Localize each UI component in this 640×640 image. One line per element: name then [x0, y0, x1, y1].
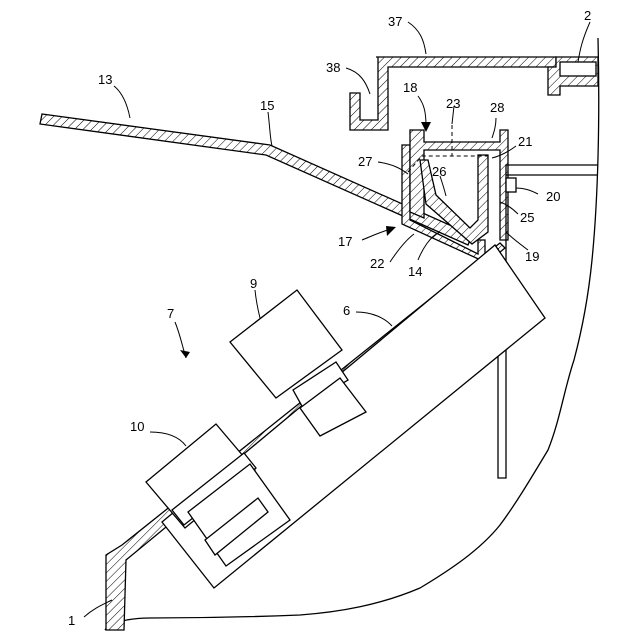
leader-37	[408, 22, 426, 54]
label-27: 27	[358, 154, 372, 169]
sensor-20	[506, 178, 516, 192]
label-10: 10	[130, 419, 144, 434]
leader-18	[418, 96, 426, 126]
label-37: 37	[388, 14, 402, 29]
label-26: 26	[432, 164, 446, 179]
label-7: 7	[167, 306, 174, 321]
leader-15	[268, 112, 272, 146]
label-20: 20	[546, 189, 560, 204]
arrow-17-head	[386, 226, 396, 236]
leader-26	[440, 176, 446, 196]
label-6: 6	[343, 303, 350, 318]
label-38: 38	[326, 60, 340, 75]
label-21: 21	[518, 134, 532, 149]
label-9: 9	[250, 276, 257, 291]
label-15: 15	[260, 98, 274, 113]
label-25: 25	[520, 210, 534, 225]
leader-9	[255, 290, 260, 318]
leader-22	[390, 234, 414, 262]
leader-6	[356, 312, 392, 326]
leader-38	[346, 68, 370, 94]
cover-insert	[560, 62, 596, 76]
leader-10	[150, 432, 186, 446]
label-28: 28	[490, 100, 504, 115]
label-1: 1	[68, 613, 75, 628]
leader-28	[492, 118, 496, 138]
leader-20	[516, 188, 538, 194]
leader-2	[578, 22, 590, 62]
label-23: 23	[446, 96, 460, 111]
label-2: 2	[584, 8, 591, 23]
label-22: 22	[370, 256, 384, 271]
label-13: 13	[98, 72, 112, 87]
label-18: 18	[403, 80, 417, 95]
leader-13	[114, 86, 130, 118]
arrow-7-head	[180, 350, 190, 358]
label-19: 19	[525, 249, 539, 264]
label-14: 14	[408, 264, 422, 279]
label-17: 17	[338, 234, 352, 249]
leader-19	[506, 232, 528, 250]
